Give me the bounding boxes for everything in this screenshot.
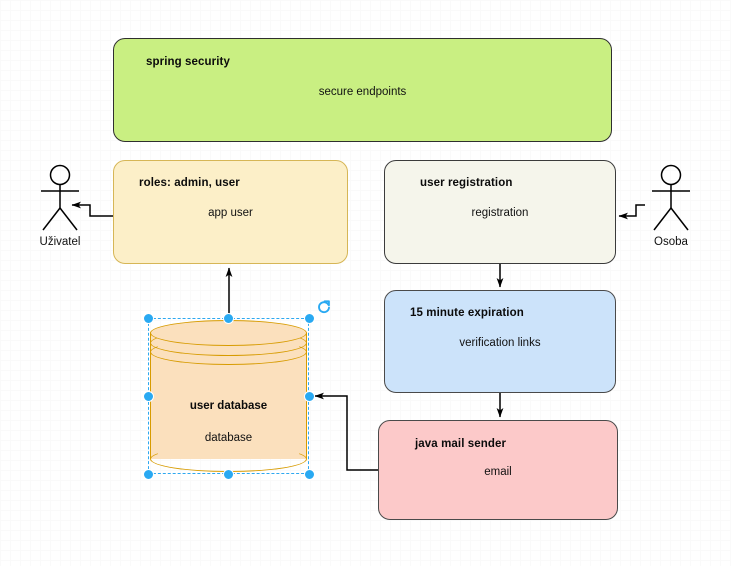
node-subtitle: database — [204, 432, 253, 444]
node-subtitle: email — [484, 466, 512, 478]
cylinder-ring-2 — [150, 339, 307, 365]
node-app-user[interactable]: roles: admin, user app user — [113, 160, 348, 264]
resize-handle-bottom-center[interactable] — [223, 468, 234, 480]
resize-handle-top-center[interactable] — [223, 312, 234, 324]
node-subtitle: registration — [471, 207, 529, 219]
stick-figure-icon — [652, 164, 690, 231]
actor-label: Uživatel — [39, 236, 81, 248]
node-subtitle: verification links — [459, 337, 541, 349]
stick-figure-icon — [41, 164, 79, 231]
node-subtitle: app user — [208, 207, 253, 219]
node-title: java mail sender — [415, 438, 507, 450]
resize-handle-top-right[interactable] — [303, 312, 315, 324]
resize-handle-bottom-right[interactable] — [303, 468, 315, 480]
actor-osoba[interactable]: Osoba — [645, 164, 697, 256]
node-expiration[interactable]: 15 minute expiration verification links — [384, 290, 616, 393]
node-title: 15 minute expiration — [410, 307, 524, 319]
actor-label: Osoba — [654, 236, 688, 248]
resize-handle-top-left[interactable] — [142, 312, 154, 324]
resize-handle-middle-right[interactable] — [303, 390, 315, 402]
node-title: roles: admin, user — [139, 177, 240, 189]
edge-mailsender-to-database[interactable] — [314, 392, 378, 471]
node-subtitle: secure endpoints — [318, 86, 407, 98]
cylinder-top-ellipse — [150, 320, 307, 346]
node-title: user database — [189, 400, 268, 412]
node-title: spring security — [146, 56, 230, 68]
node-title: user registration — [420, 177, 513, 189]
node-spring-security[interactable]: spring security secure endpoints — [113, 38, 612, 142]
edge-osoba-to-registration[interactable] — [618, 204, 645, 220]
actor-uzivatel[interactable]: Uživatel — [34, 164, 86, 256]
node-mail-sender[interactable]: java mail sender email — [378, 420, 618, 520]
node-user-registration[interactable]: user registration registration — [384, 160, 616, 264]
node-database[interactable]: user database database — [150, 320, 307, 472]
resize-handle-bottom-left[interactable] — [142, 468, 154, 480]
resize-handle-middle-left[interactable] — [142, 390, 154, 402]
rotate-icon[interactable] — [317, 300, 331, 314]
cylinder-ring-1 — [150, 330, 307, 356]
